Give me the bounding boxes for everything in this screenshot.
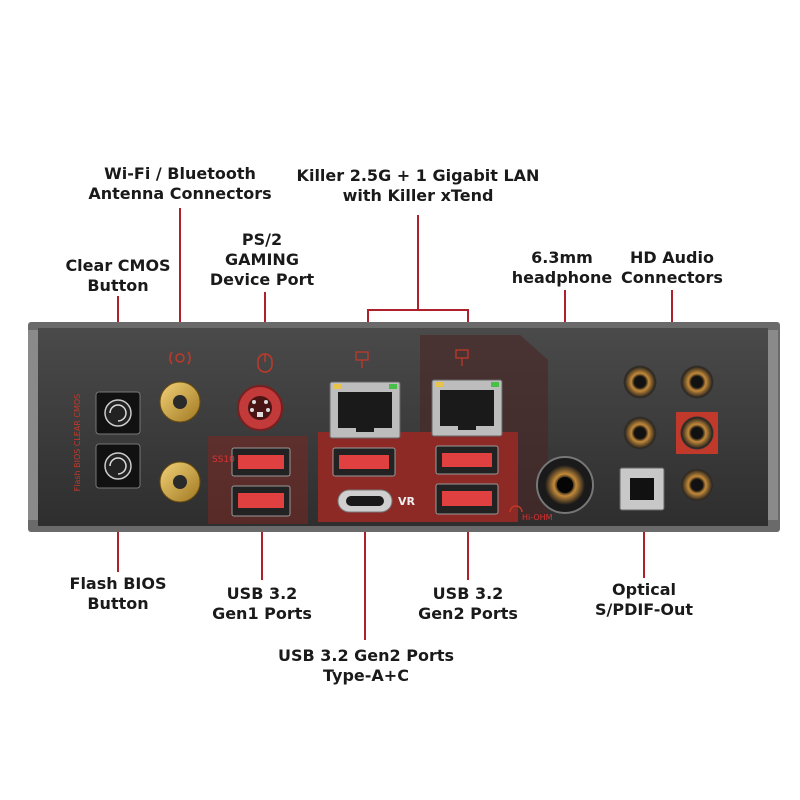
usb-gen1-label: USB 3.2 Gen1 Ports [212,584,312,624]
usb-gen2-port-1[interactable] [435,445,499,475]
headphone-icon [509,505,523,513]
optical-label-line-1: Optical [612,580,676,599]
usbac-label-line-2: Type-A+C [323,666,409,685]
ps2-label-line-3: Device Port [209,270,315,289]
hd-audio-jacks [623,365,718,502]
usb-gen1-port-2[interactable] [231,485,291,517]
usbac-label-line-1: USB 3.2 Gen2 Ports [277,646,455,665]
wifi-label-line-1: Wi-Fi / Bluetooth [104,164,256,183]
lan-port-2[interactable] [431,379,503,437]
usb-gen2-typeac-label: USB 3.2 Gen2 Ports Type-A+C [278,646,454,686]
flash-bios-panel-mark: Flash BIOS [73,449,82,492]
audio-jack-5[interactable] [680,468,714,502]
flash-label-line-1: Flash BIOS [69,574,167,593]
hi-ohm-panel-mark: Hi-OHM [522,513,553,522]
usb-gen2-port-2[interactable] [435,483,499,515]
ps2-gaming-port[interactable] [237,385,283,431]
audio-jack-3[interactable] [623,416,657,450]
ss10-panel-mark: SS10 [212,455,235,465]
usbgen1-label-line-2: Gen1 Ports [212,604,312,623]
wifi-bluetooth-antenna-label: Wi-Fi / Bluetooth Antenna Connectors [88,164,271,204]
killer-lan-label: Killer 2.5G + 1 Gigabit LAN with Killer … [297,166,540,206]
audio-jack-4-line-out[interactable] [676,412,718,454]
hdaudio-label-line-1: HD Audio [630,248,714,267]
cmos-label-line-1: Clear CMOS [65,256,171,275]
clear-cmos-panel-mark: CLEAR CMOS [73,394,82,447]
clear-cmos-label: Clear CMOS Button [65,256,170,296]
ps2-label-line-1: PS/2 [241,230,283,249]
audio-jack-2[interactable] [680,365,714,399]
optical-spdif-port[interactable] [619,467,665,511]
hdaudio-label-line-2: Connectors [621,268,723,287]
vr-panel-mark: VR [398,495,416,508]
clear-cmos-button[interactable] [95,391,141,435]
lan-label-line-2: with Killer xTend [342,186,494,205]
flash-bios-button[interactable] [95,443,141,489]
headphone-label-line-2: headphone [511,268,613,287]
wifi-antenna-connector-1[interactable] [159,381,201,423]
usbgen2-label-line-1: USB 3.2 [432,584,504,603]
headphone-label-line-1: 6.3mm [531,248,593,267]
flash-label-line-2: Button [87,594,149,613]
usb-gen1-port-1[interactable] [231,447,291,477]
audio-jack-1[interactable] [623,365,657,399]
usb-gen2-typec-port[interactable] [337,489,393,513]
optical-label-line-2: S/PDIF-Out [594,600,694,619]
lan-port-1[interactable] [329,381,401,439]
optical-spdif-label: Optical S/PDIF-Out [595,580,693,620]
ps2-label-line-2: GAMING [225,250,299,269]
usb-gen2-label: USB 3.2 Gen2 Ports [418,584,518,624]
wifi-antenna-connector-2[interactable] [159,461,201,503]
network-icon [355,349,469,368]
hd-audio-label: HD Audio Connectors [621,248,723,288]
usb-gen2-typea-port-1[interactable] [332,447,396,477]
headphone-label: 6.3mm headphone [512,248,613,288]
mouse-icon [257,353,273,373]
flash-bios-label: Flash BIOS Button [70,574,167,614]
headphone-jack-6-3mm[interactable] [536,456,594,514]
wifi-label-line-2: Antenna Connectors [88,184,272,203]
antenna-icon [169,351,191,365]
usbgen2-label-line-2: Gen2 Ports [418,604,518,623]
usbgen1-label-line-1: USB 3.2 [226,584,298,603]
cmos-label-line-2: Button [87,276,149,295]
lan-label-line-1: Killer 2.5G + 1 Gigabit LAN [296,166,540,185]
ps2-gaming-label: PS/2 GAMING Device Port [210,230,314,290]
